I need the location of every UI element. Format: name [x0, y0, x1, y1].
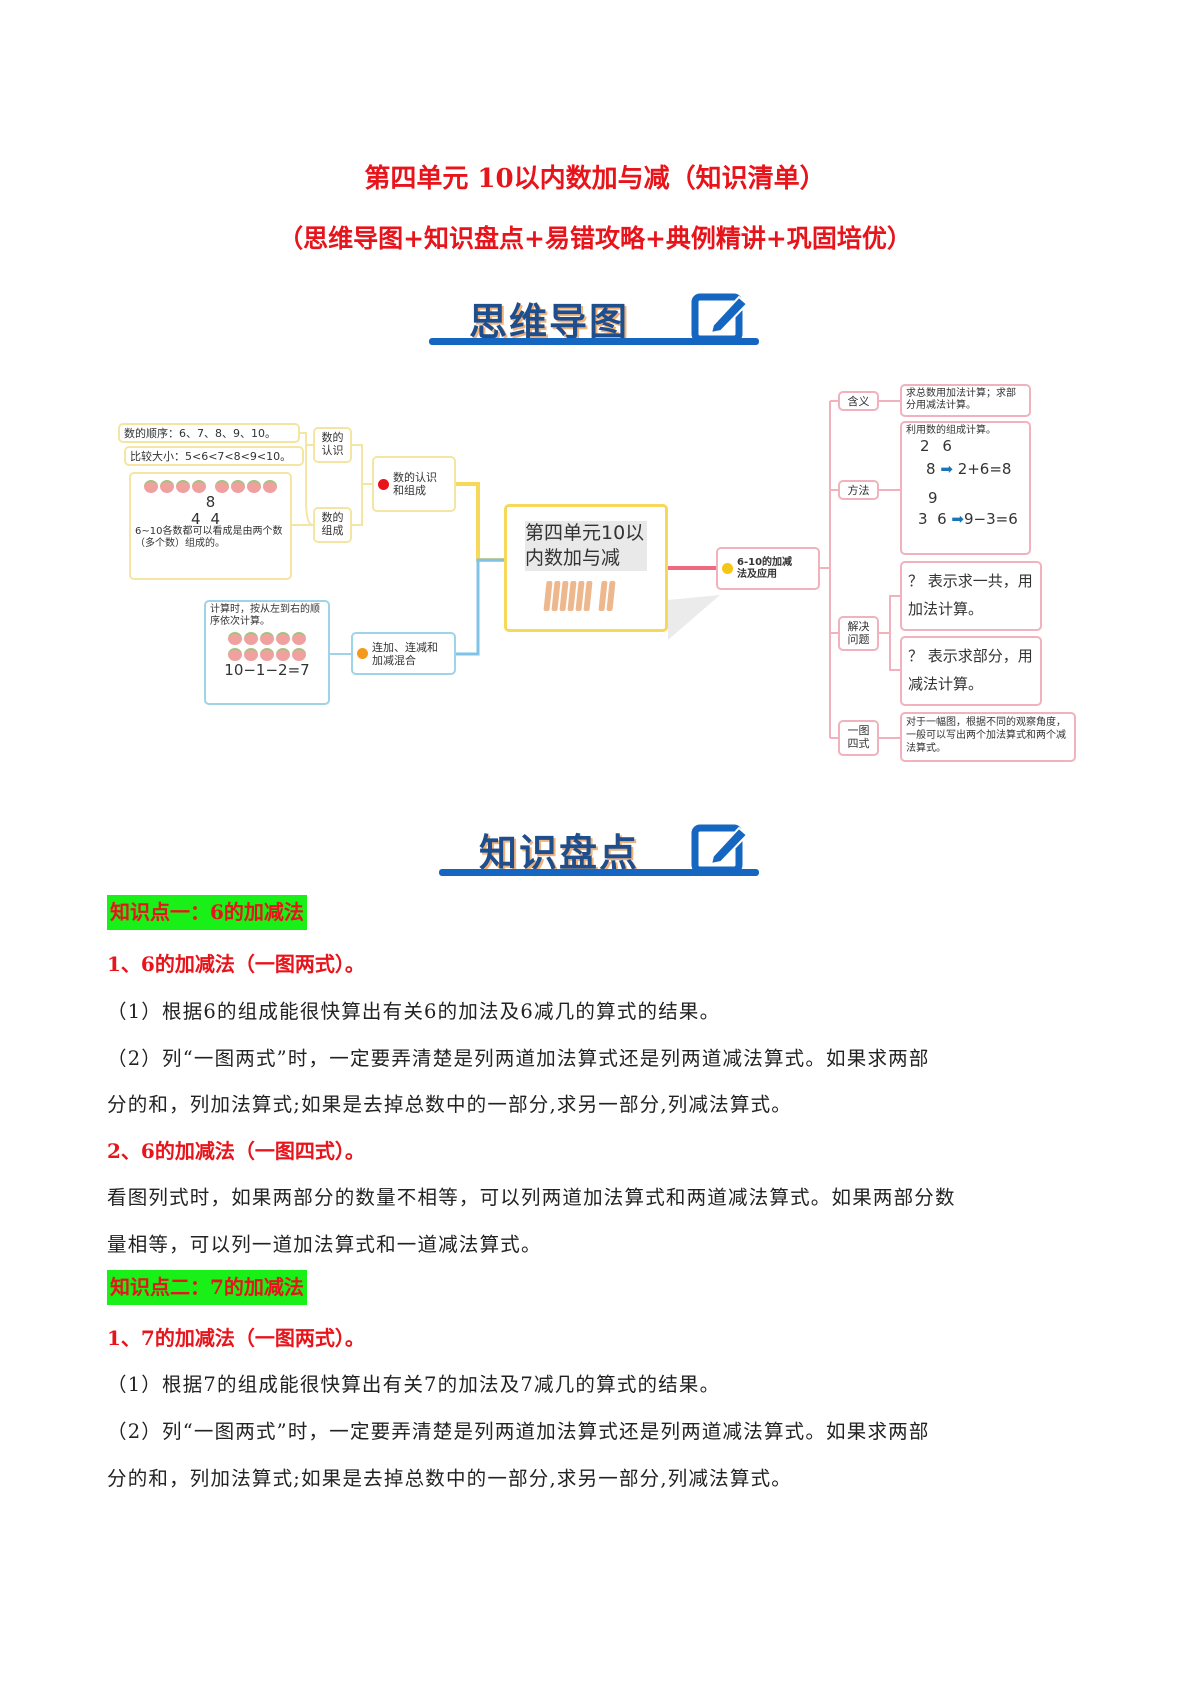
calc-order-note: 计算时，按从左到右的顺序依次计算。: [210, 604, 320, 627]
number-2-badge-icon: [357, 648, 368, 659]
composition-box: 8 44 6~10各数都可以看成是由两个数（多个数）组成的。: [129, 472, 292, 580]
part-a: 4: [190, 510, 211, 528]
kp2-paragraph-2b: 分的和，列加法算式;如果是去掉总数中的一部分,求另一部分,列减法算式。: [107, 1467, 792, 1490]
m1-parts: 2 6: [906, 437, 1025, 456]
number-3-badge-icon: [722, 563, 733, 574]
central-topic: 第四单元10以内数加与减: [504, 504, 668, 632]
node-four-equations: 一图四式: [838, 720, 879, 756]
central-topic-label: 第四单元10以内数加与减: [525, 521, 647, 571]
arrow-right-icon: ➡: [951, 510, 964, 528]
node-add-sub-6-10: 6-10的加减法及应用: [716, 547, 820, 590]
knowledge-point-1-label: 知识点一：6的加减法: [107, 895, 307, 930]
four-equations-desc: 对于一幅图，根据不同的观察角度，一般可以写出两个加法算式和两个减法算式。: [900, 712, 1076, 762]
part-b: 4: [210, 510, 231, 528]
m1-total: 8: [926, 460, 936, 478]
m2-a: 3: [918, 510, 928, 528]
banner-title: 知识盘点: [479, 831, 640, 875]
kp1-paragraph-3a: 看图列式时，如果两部分的数量不相等，可以列两道加法算式和两道减法算式。如果两部分…: [107, 1186, 956, 1209]
node-compose: 数的组成: [313, 507, 352, 543]
doc-subtitle: （思维导图+知识盘点+易错攻略+典例精讲+巩固培优）: [278, 224, 912, 253]
number-1-badge-icon: [378, 478, 389, 490]
meaning-desc: 求总数用加法计算；求部分用减法计算。: [900, 384, 1031, 417]
kp2-paragraph-1: （1）根据7的组成能很快算出有关7的加法及7减几的算式的结果。: [107, 1373, 721, 1396]
node-recognize-compose: 数的认识和组成: [372, 456, 456, 512]
node-method: 方法: [838, 480, 879, 500]
knowledge-banner: 知识盘点: [429, 820, 759, 880]
compare-size-box: 比较大小：5<6<7<8<9<10。: [124, 446, 304, 466]
banner-underline: [429, 338, 759, 345]
m2-total: 9: [928, 489, 938, 507]
composition-note: 6~10各数都可以看成是由两个数（多个数）组成的。: [135, 526, 283, 549]
kp1-paragraph-3b: 量相等，可以列一道加法算式和一道减法算式。: [107, 1233, 542, 1256]
node-label: 6-10的加减法及应用: [737, 556, 793, 580]
node-mixed-ops: 连加、连减和加减混合: [351, 632, 456, 675]
node-meaning: 含义: [838, 391, 879, 411]
banner-underline: [439, 869, 759, 876]
m2-b: 6: [937, 510, 947, 528]
node-recognize: 数的认识: [313, 427, 352, 463]
kp1-paragraph-2b: 分的和，列加法算式;如果是去掉总数中的一部分,求另一部分,列减法算式。: [107, 1093, 792, 1116]
solve-total-box: ？ 表示求一共，用加法计算。: [900, 561, 1042, 631]
arrow-right-icon: ➡: [940, 460, 953, 478]
apples-row: [135, 480, 286, 496]
kp1-paragraph-1: （1）根据6的组成能很快算出有关6的加法及6减几的算式的结果。: [107, 1000, 721, 1023]
kp2-paragraph-2a: （2）列“一图两式”时，一定要弄清楚是列两道加法算式还是列两道减法算式。如果求两…: [107, 1420, 930, 1443]
method-note: 利用数的组成计算。: [906, 425, 996, 436]
number-order-box: 数的顺序：6、7、8、9、10。: [118, 423, 300, 443]
solve-part-box: ？ 表示求部分，用减法计算。: [900, 636, 1042, 706]
m1-a: 2: [920, 437, 934, 455]
mindmap-banner: 思维导图: [429, 289, 759, 349]
kp1-heading-2: 2、6的加减法（一图四式）。: [107, 1139, 365, 1163]
edit-icon: [691, 824, 749, 874]
node-label: 数的认识和组成: [393, 471, 437, 497]
method-desc: 利用数的组成计算。 2 6 8 ➡ 2+6=8 9 3 6 ➡9−3=6: [900, 421, 1031, 555]
composition-total: 8: [205, 493, 216, 511]
kp1-heading-1: 1、6的加减法（一图两式）。: [107, 952, 365, 976]
mindmap-connectors: [292, 400, 900, 739]
m2-equation: 9−3=6: [964, 510, 1018, 528]
calc-equation: 10−1−2=7: [224, 661, 310, 679]
composition-parts: 44: [135, 510, 286, 528]
kp2-heading-1: 1、7的加减法（一图两式）。: [107, 1326, 365, 1350]
mind-map: 数的顺序：6、7、8、9、10。 比较大小：5<6<7<8<9<10。 8 44…: [0, 0, 1190, 780]
m1-b: 6: [942, 437, 956, 455]
counting-sticks-icon: [543, 581, 647, 614]
calc-order-box: 计算时，按从左到右的顺序依次计算。 10−1−2=7: [204, 600, 330, 705]
node-solve: 解决问题: [838, 616, 879, 651]
node-label: 连加、连减和加减混合: [372, 640, 438, 667]
knowledge-point-2-label: 知识点二：7的加减法: [107, 1270, 307, 1305]
m1-equation: 2+6=8: [957, 460, 1012, 478]
banner-title: 思维导图: [469, 300, 630, 344]
apples-grid: [210, 632, 324, 664]
kp1-paragraph-2a: （2）列“一图两式”时，一定要弄清楚是列两道加法算式还是列两道减法算式。如果求两…: [107, 1047, 930, 1070]
doc-title: 第四单元 10以内数加与减（知识清单）: [364, 164, 826, 194]
